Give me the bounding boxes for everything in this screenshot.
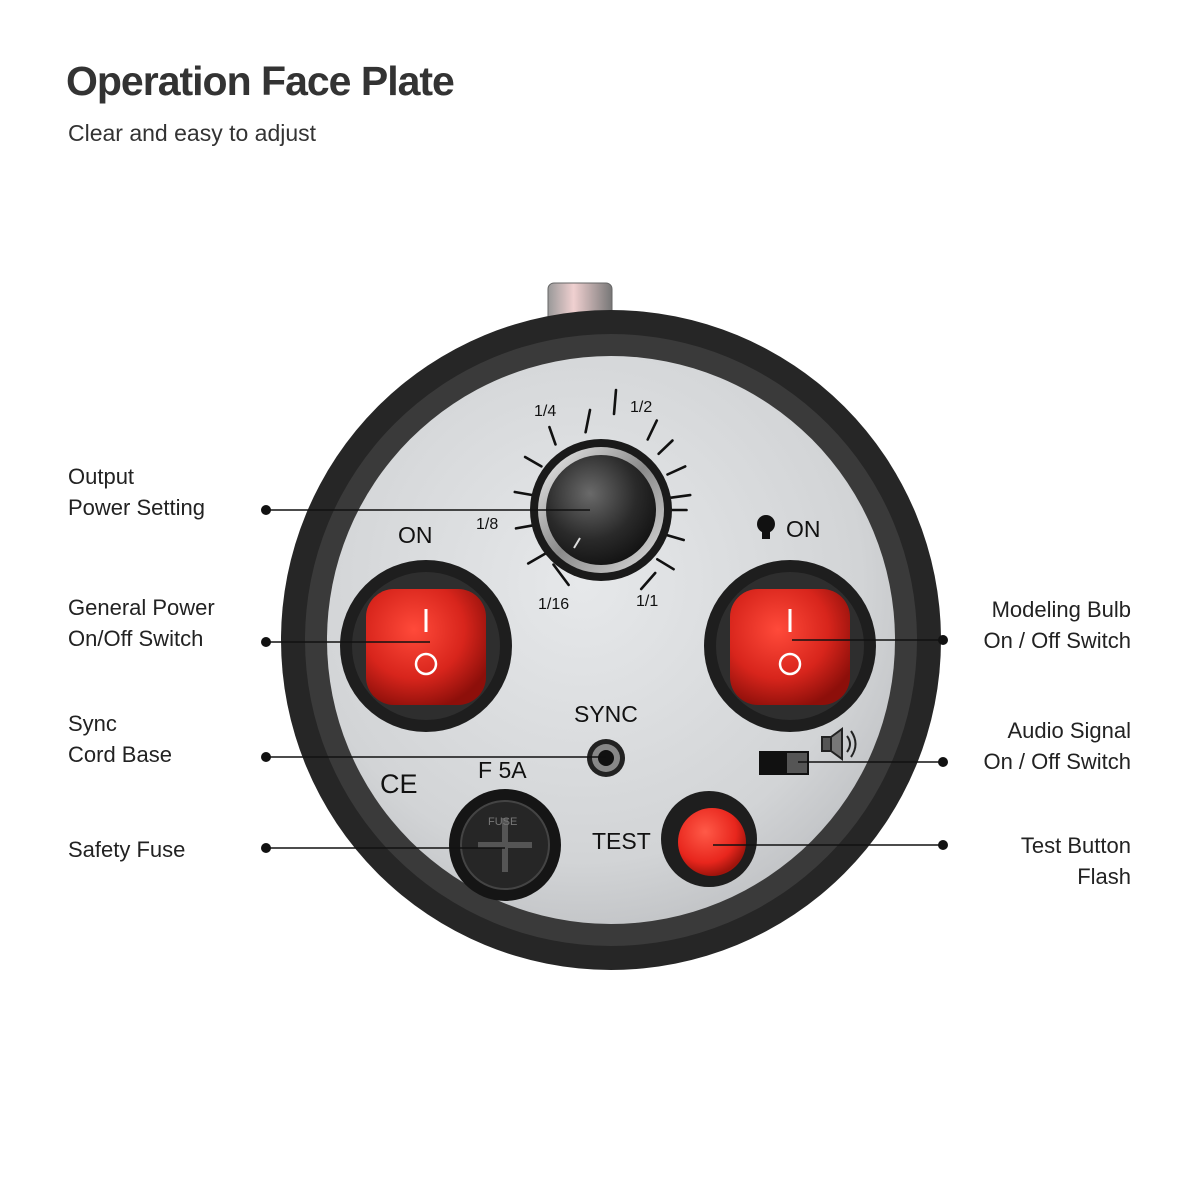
dial-scale-ticks bbox=[513, 388, 692, 591]
callout-safety-fuse-line1: Safety Fuse bbox=[68, 837, 186, 862]
test-flash-button[interactable] bbox=[661, 791, 757, 887]
dial-label-eighth: 1/8 bbox=[476, 516, 498, 533]
modeling-bulb-switch[interactable] bbox=[704, 560, 876, 732]
callout-modeling-bulb: Modeling Bulb On / Off Switch bbox=[983, 594, 1131, 656]
callout-sync-cord: Sync Cord Base bbox=[68, 708, 172, 770]
rocker-off-mark-right bbox=[778, 652, 802, 676]
callout-safety-fuse: Safety Fuse bbox=[68, 834, 185, 865]
rocker-off-mark-left bbox=[414, 652, 438, 676]
fuse-rating-label: F 5A bbox=[478, 757, 527, 783]
page-title: Operation Face Plate bbox=[66, 58, 455, 104]
speaker-icon bbox=[821, 727, 857, 761]
callout-test-button-line2: Flash bbox=[1077, 864, 1131, 889]
modeling-on-label: ON bbox=[786, 516, 821, 542]
output-power-knob[interactable] bbox=[530, 439, 672, 581]
dial-label-half: 1/2 bbox=[630, 399, 652, 416]
ce-mark: CE bbox=[380, 769, 418, 799]
callout-general-power-line1: General Power bbox=[68, 595, 215, 620]
callout-output-power-line2: Power Setting bbox=[68, 495, 205, 520]
callout-general-power-line2: On/Off Switch bbox=[68, 626, 204, 651]
callout-audio-signal: Audio Signal On / Off Switch bbox=[983, 715, 1131, 777]
bulb-icon bbox=[757, 515, 775, 539]
callout-output-power-line1: Output bbox=[68, 464, 135, 489]
test-label: TEST bbox=[592, 828, 651, 854]
callout-modeling-bulb-line1: Modeling Bulb bbox=[991, 597, 1131, 622]
sync-port[interactable] bbox=[587, 739, 625, 777]
callout-test-button: Test Button Flash bbox=[1021, 830, 1131, 892]
callout-test-button-line1: Test Button bbox=[1020, 833, 1131, 858]
general-power-switch[interactable] bbox=[340, 560, 512, 732]
callout-audio-signal-line1: Audio Signal bbox=[1007, 718, 1131, 743]
callout-audio-signal-line2: On / Off Switch bbox=[983, 749, 1131, 774]
page-subtitle: Clear and easy to adjust bbox=[68, 120, 317, 146]
callout-modeling-bulb-line2: On / Off Switch bbox=[983, 628, 1131, 653]
audio-signal-switch[interactable] bbox=[759, 751, 809, 775]
dial-label-sixteenth: 1/16 bbox=[538, 596, 569, 613]
callout-sync-cord-line1: Sync bbox=[68, 711, 117, 736]
dial-label-quarter: 1/4 bbox=[534, 403, 556, 420]
callout-general-power: General Power On/Off Switch bbox=[68, 592, 215, 654]
callout-sync-cord-line2: Cord Base bbox=[68, 742, 172, 767]
face-plate bbox=[327, 356, 895, 924]
sync-label: SYNC bbox=[574, 701, 638, 727]
callout-leader-lines bbox=[261, 505, 948, 853]
power-on-label: ON bbox=[398, 522, 433, 548]
safety-fuse-holder[interactable] bbox=[449, 789, 561, 901]
dial-label-full: 1/1 bbox=[636, 593, 658, 610]
callout-output-power: Output Power Setting bbox=[68, 461, 205, 523]
fuse-cap-text: FUSE bbox=[488, 816, 517, 828]
